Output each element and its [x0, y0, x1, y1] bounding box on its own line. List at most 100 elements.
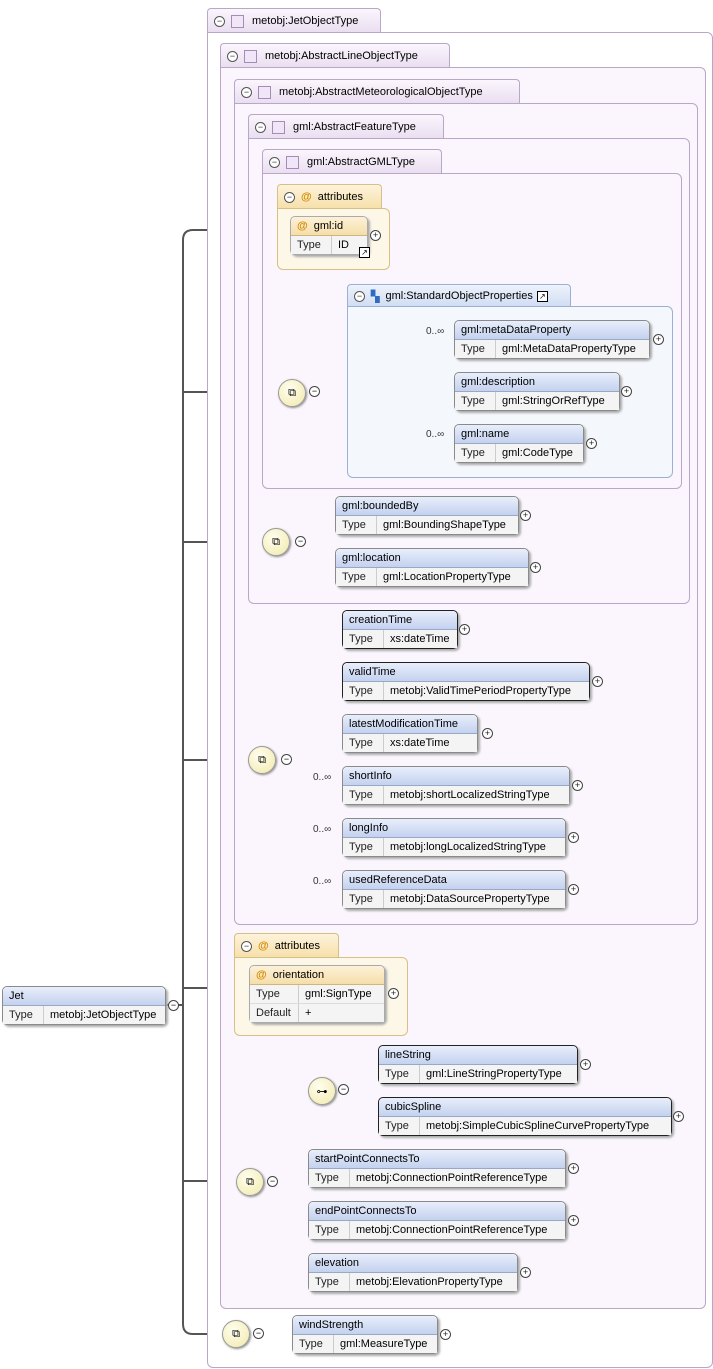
type-key: Type [309, 1273, 350, 1291]
attribute-icon: @ [256, 969, 267, 981]
element-name: gml:name [455, 425, 583, 444]
collapse-icon[interactable]: − [281, 754, 292, 765]
type-key: Type [309, 1221, 350, 1239]
type-header-jet-object[interactable]: −metobj:JetObjectType [207, 8, 381, 33]
type-value: gml:MeasureType [340, 1338, 428, 1350]
expand-icon[interactable]: + [673, 1111, 684, 1122]
attribute-icon: @ [258, 940, 269, 952]
type-key: Type [250, 985, 299, 1003]
sequence-compositor-icon[interactable]: ⧉ [248, 746, 276, 774]
goto-type-icon[interactable]: ↗ [359, 247, 370, 258]
collapse-icon[interactable]: − [295, 536, 306, 547]
type-value: gml:StringOrRefType [502, 395, 605, 407]
collapse-icon[interactable]: − [241, 86, 252, 98]
element-name: usedReferenceData [343, 871, 565, 890]
type-key: Type [343, 890, 384, 908]
element-name: elevation [309, 1254, 517, 1273]
type-value: metobj:DataSourcePropertyType [390, 893, 550, 905]
type-header-abstract-feature[interactable]: −gml:AbstractFeatureType [248, 114, 444, 139]
expand-icon[interactable]: + [568, 1163, 579, 1174]
expand-icon[interactable]: + [520, 1267, 531, 1278]
expand-icon[interactable]: + [440, 1329, 451, 1340]
expand-icon[interactable]: + [482, 728, 493, 739]
type-value: metobj:ElevationPropertyType [356, 1276, 503, 1288]
type-value: gml:SignType [305, 988, 372, 1000]
expand-icon[interactable]: + [459, 624, 470, 635]
goto-group-icon[interactable]: ↗ [536, 290, 548, 302]
type-header-abstract-met[interactable]: −metobj:AbstractMeteorologicalObjectType [234, 79, 520, 104]
attributes-header[interactable]: −@attributes [234, 933, 339, 958]
expand-icon[interactable]: + [572, 780, 583, 791]
expand-icon[interactable]: + [653, 334, 664, 345]
expand-icon[interactable]: + [568, 1215, 579, 1226]
expand-icon[interactable]: + [592, 676, 603, 687]
expand-icon[interactable]: + [520, 510, 531, 521]
type-header-abstract-line[interactable]: − metobj:AbstractLineObjectType [220, 43, 450, 68]
element-used-reference-data[interactable]: usedReferenceData Type metobj:DataSourceP… [342, 870, 566, 909]
type-value: gml:LocationPropertyType [383, 571, 511, 583]
collapse-icon[interactable]: − [309, 386, 320, 397]
collapse-icon[interactable]: − [253, 1328, 264, 1339]
sequence-compositor-icon[interactable]: ⧉ [236, 1168, 264, 1196]
type-value: metobj:shortLocalizedStringType [390, 789, 550, 801]
type-key: Type [455, 340, 496, 358]
element-elevation[interactable]: elevation Type metobj:ElevationPropertyTy… [308, 1253, 518, 1292]
choice-compositor-icon[interactable]: ⊶ [308, 1077, 336, 1105]
collapse-icon[interactable]: − [267, 1176, 278, 1187]
type-key: Type [3, 1006, 44, 1024]
collapse-icon[interactable]: − [227, 50, 238, 62]
collapse-icon[interactable]: − [284, 191, 295, 203]
collapse-icon[interactable]: − [168, 1000, 179, 1011]
occurrence-label: 0..∞ [426, 326, 445, 337]
expand-icon[interactable]: + [568, 884, 579, 895]
attributes-header[interactable]: −@attributes [277, 184, 382, 209]
expand-icon[interactable]: + [586, 438, 597, 449]
element-name: latestModificationTime [343, 715, 477, 734]
occurrence-label: 0..∞ [313, 824, 332, 835]
element-name: gml:boundedBy [336, 497, 518, 516]
complex-type-icon [258, 85, 271, 99]
type-header-abstract-gml[interactable]: −gml:AbstractGMLType [262, 149, 442, 174]
collapse-icon[interactable]: − [354, 290, 365, 302]
occurrence-label: 0..∞ [313, 772, 332, 783]
expand-icon[interactable]: + [621, 386, 632, 397]
expand-icon[interactable]: + [530, 562, 541, 573]
expand-icon[interactable]: + [580, 1059, 591, 1070]
expand-icon[interactable]: + [388, 988, 399, 999]
sequence-compositor-icon[interactable]: ⧉ [278, 379, 306, 407]
type-key: Type [455, 444, 496, 462]
type-label: metobj:AbstractLineObjectType [265, 50, 418, 62]
sequence-compositor-icon[interactable]: ⧉ [222, 1320, 250, 1348]
collapse-icon[interactable]: − [214, 15, 225, 27]
attributes-label: attributes [317, 191, 363, 203]
collapse-icon[interactable]: − [241, 940, 252, 952]
collapse-icon[interactable]: − [255, 121, 266, 133]
collapse-icon[interactable]: − [269, 156, 280, 168]
type-key: Type [379, 1065, 420, 1083]
sequence-compositor-icon[interactable]: ⧉ [262, 528, 290, 556]
element-name: longInfo [343, 819, 565, 838]
element-name: cubicSpline [379, 1098, 671, 1117]
group-header-standard-object-properties[interactable]: −▚gml:StandardObjectProperties↗ [347, 284, 571, 307]
expand-icon[interactable]: + [370, 230, 381, 241]
collapse-icon[interactable]: − [338, 1084, 349, 1095]
expand-icon[interactable]: + [568, 832, 579, 843]
